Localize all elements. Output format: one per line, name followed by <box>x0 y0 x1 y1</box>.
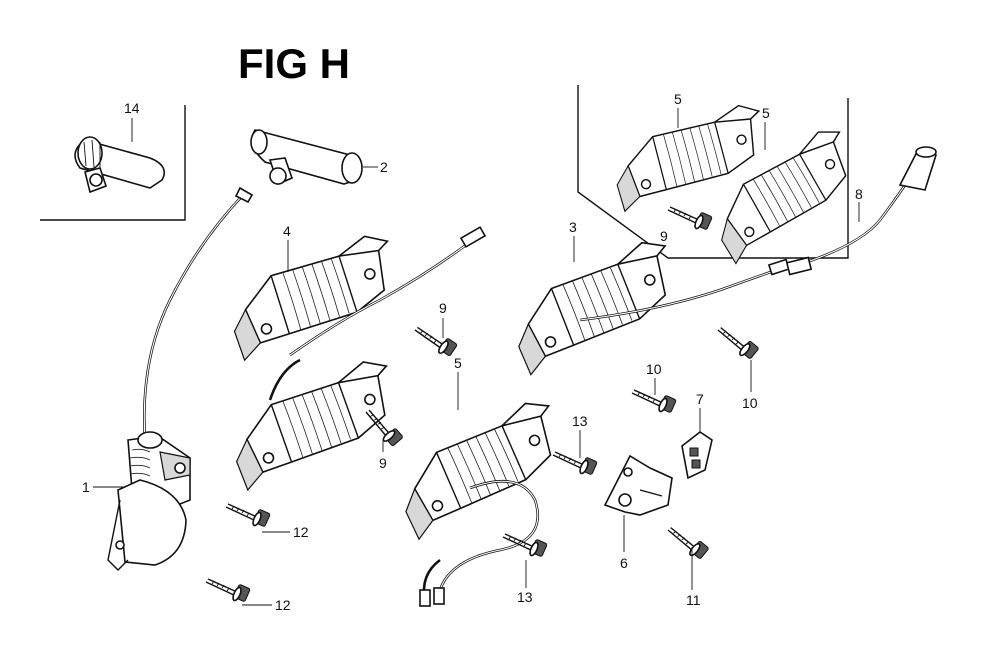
callout-labels: 14 2 4 3 5 5 8 9 9 9 5 1 10 10 7 13 6 12… <box>82 91 863 613</box>
charge-coil-5-part <box>386 397 574 542</box>
callout-9-center: 9 <box>439 300 447 316</box>
connector-lead-part <box>785 146 938 276</box>
callout-5-inset-b: 5 <box>762 105 770 121</box>
callout-4: 4 <box>283 223 291 239</box>
ignition-coil-part <box>107 431 191 571</box>
high-tension-lead <box>142 186 254 441</box>
plate-part <box>681 431 713 480</box>
lead-wire-5 <box>419 480 540 607</box>
spark-plug-cap-inset-part <box>74 136 166 194</box>
bolt-13-lower <box>502 533 549 558</box>
callout-9-inset: 9 <box>660 228 668 244</box>
spark-plug-cap-part <box>250 129 378 186</box>
bolt-10-center <box>631 389 678 414</box>
bracket-part <box>603 454 673 516</box>
callout-10-right: 10 <box>742 395 758 411</box>
callout-11: 11 <box>686 592 701 608</box>
figure-title: FIG H <box>238 40 350 87</box>
callout-1: 1 <box>82 479 90 495</box>
callout-8: 8 <box>855 186 863 202</box>
callout-3: 3 <box>569 219 577 235</box>
bolt-9-center <box>410 326 460 359</box>
bolt-12-upper <box>225 503 272 528</box>
inset-frame-left <box>40 105 186 221</box>
callout-9-left: 9 <box>379 455 387 471</box>
bolt-12-lower <box>205 578 252 603</box>
callout-12-upper: 12 <box>293 524 309 540</box>
lead-wire-lower <box>268 358 301 401</box>
callout-14: 14 <box>124 100 140 116</box>
bolt-13-upper <box>552 451 599 476</box>
callout-6: 6 <box>620 555 628 571</box>
inset-frame-right <box>577 85 849 259</box>
charge-coil-4-part <box>223 232 402 362</box>
callout-5-center: 5 <box>454 355 462 371</box>
lead-wire-3 <box>579 258 801 322</box>
callout-10-center: 10 <box>646 361 662 377</box>
callout-12-lower: 12 <box>275 597 291 613</box>
bolt-9-inset <box>667 206 714 231</box>
callout-13-lower: 13 <box>517 589 533 605</box>
leader-lines <box>93 108 860 606</box>
bolt-10-right <box>712 326 763 362</box>
callout-7: 7 <box>696 391 704 407</box>
callout-5-inset-a: 5 <box>674 91 682 107</box>
bolt-11 <box>662 526 713 562</box>
callout-13-upper: 13 <box>572 413 588 429</box>
callout-2: 2 <box>380 159 388 175</box>
lead-wire-4 <box>289 226 487 357</box>
